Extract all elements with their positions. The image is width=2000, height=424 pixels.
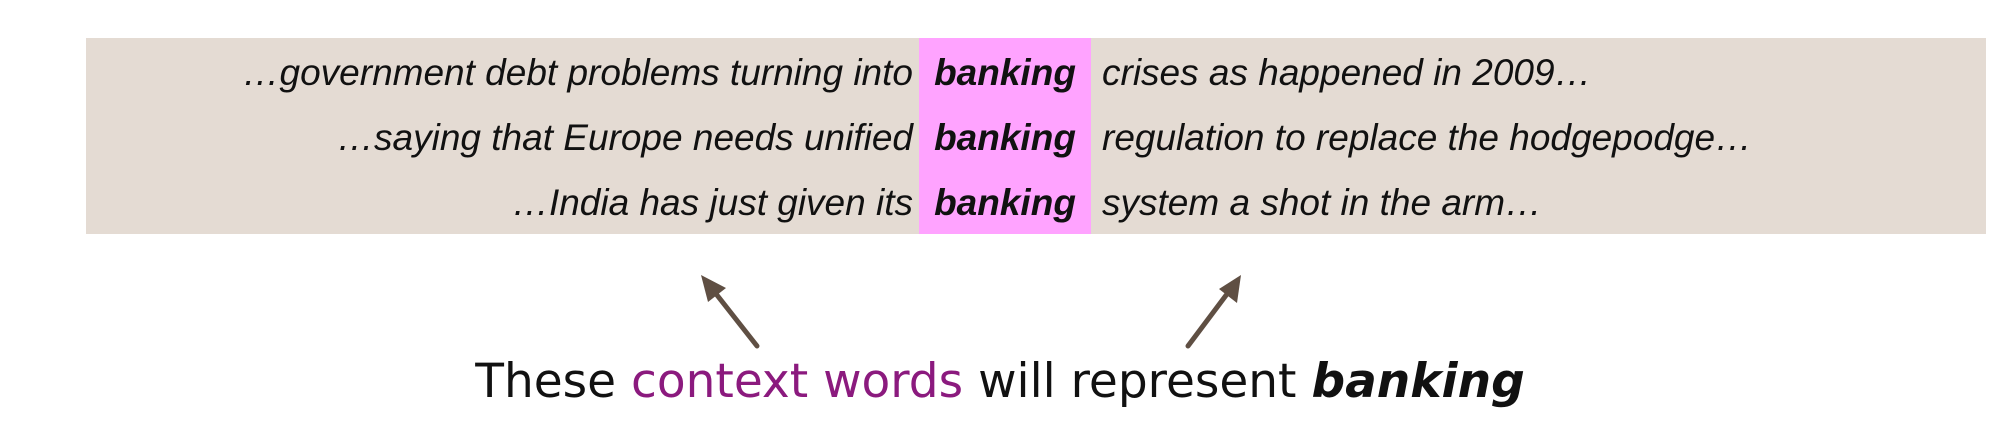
- right-context: system a shot in the arm…: [1102, 182, 1543, 223]
- right-context: crises as happened in 2009…: [1102, 52, 1592, 93]
- concordance-row: …saying that Europe needs unified bankin…: [86, 105, 1986, 170]
- caption-intro: These: [475, 354, 632, 409]
- left-context-arrow: [701, 275, 760, 349]
- right-context-arrow: [1185, 275, 1241, 349]
- concordance-row: …India has just given its banking system…: [86, 170, 1986, 235]
- left-context: …saying that Europe needs unified: [337, 117, 913, 158]
- concordance-panel: …government debt problems turning into b…: [86, 38, 1986, 234]
- right-arrow-head: [1219, 275, 1241, 303]
- right-arrow-shaft: [1185, 287, 1233, 349]
- target-word: banking: [934, 52, 1076, 93]
- left-context: …India has just given its: [511, 182, 913, 223]
- right-context: regulation to replace the hodgepodge…: [1102, 117, 1753, 158]
- concordance-row: …government debt problems turning into b…: [86, 40, 1986, 105]
- target-word: banking: [934, 182, 1076, 223]
- target-word-highlight: [919, 38, 1091, 234]
- left-context: …government debt problems turning into: [242, 52, 913, 93]
- left-arrow-shaft: [710, 287, 760, 349]
- caption-target-word: banking: [1311, 354, 1525, 409]
- target-word: banking: [934, 117, 1076, 158]
- left-arrow-head: [701, 275, 726, 302]
- caption-context-words: context words: [631, 354, 964, 409]
- caption: These context words will represent banki…: [0, 352, 2000, 412]
- caption-middle: will represent: [963, 354, 1312, 409]
